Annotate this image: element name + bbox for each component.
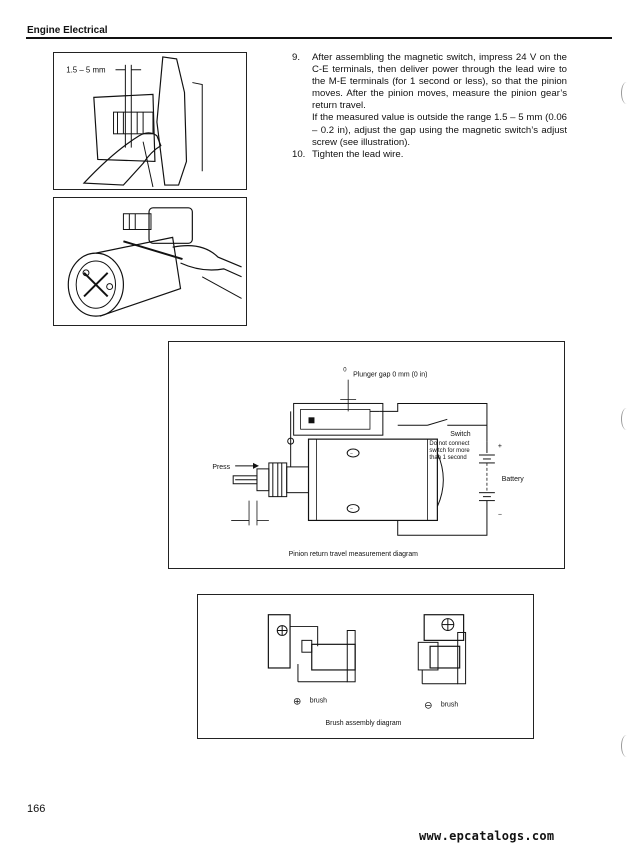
header-rule xyxy=(26,37,612,39)
minus-brush-label: brush xyxy=(441,701,458,708)
svg-text:−: − xyxy=(350,508,353,513)
brush-assembly-illustration: ⊕ brush ⊖ brush Brush assembly diagram xyxy=(267,614,467,727)
press-label: Press xyxy=(212,464,230,471)
binding-hole-mark xyxy=(621,408,631,430)
battery-minus: − xyxy=(498,511,502,518)
figure-pinion-gap: 1.5 – 5 mm xyxy=(53,52,247,190)
step-number: 10. xyxy=(292,148,306,160)
minus-brush-symbol: ⊖ xyxy=(424,700,432,711)
brush-diagram-caption: Brush assembly diagram xyxy=(326,720,402,727)
battery-plus: + xyxy=(498,443,502,450)
pinion-gap-illustration: 1.5 – 5 mm xyxy=(66,56,203,188)
step-9: 9. After assembling the magnetic switch,… xyxy=(292,52,567,112)
binding-hole-mark xyxy=(621,82,631,104)
watermark: www.epcatalogs.com xyxy=(419,829,555,843)
step-text: After assembling the magnetic switch, im… xyxy=(312,52,567,112)
step-9-note: If the measured value is outside the ran… xyxy=(312,112,567,148)
section-title: Engine Electrical xyxy=(27,25,108,36)
switch-label: Switch xyxy=(450,431,471,438)
plus-brush-symbol: ⊕ xyxy=(293,696,301,707)
binding-hole-mark xyxy=(621,735,631,757)
step-10: 10. Tighten the lead wire. xyxy=(292,149,567,161)
step-number: 9. xyxy=(292,52,301,63)
step-text: Tighten the lead wire. xyxy=(312,148,404,160)
figure-brush-assembly: ⊕ brush ⊖ brush Brush assembly diagram xyxy=(197,594,534,739)
plus-brush-label: brush xyxy=(310,697,327,704)
pinion-diagram-caption: Pinion return travel measurement diagram xyxy=(289,551,419,558)
plunger-gap-label: Plunger gap 0 mm (0 in) xyxy=(353,372,427,379)
pinion-return-circuit: 0 Plunger gap 0 mm (0 in) − − Press xyxy=(212,368,524,558)
switch-note-line1: Do not connect xyxy=(429,441,469,447)
procedure-steps: 9. After assembling the magnetic switch,… xyxy=(292,52,567,161)
page-number: 166 xyxy=(27,803,46,815)
battery-label: Battery xyxy=(502,476,524,483)
svg-text:−: − xyxy=(350,452,353,457)
figure-starter-adjust xyxy=(53,197,247,326)
figure-pinion-return-diagram: 0 Plunger gap 0 mm (0 in) − − Press xyxy=(168,341,565,569)
switch-note-line3: than 1 second xyxy=(429,455,466,461)
switch-note-line2: switch for more xyxy=(429,448,470,454)
gap-label: 1.5 – 5 mm xyxy=(66,66,106,75)
plunger-mark: 0 xyxy=(343,368,347,374)
starter-adjust-illustration xyxy=(67,207,242,317)
